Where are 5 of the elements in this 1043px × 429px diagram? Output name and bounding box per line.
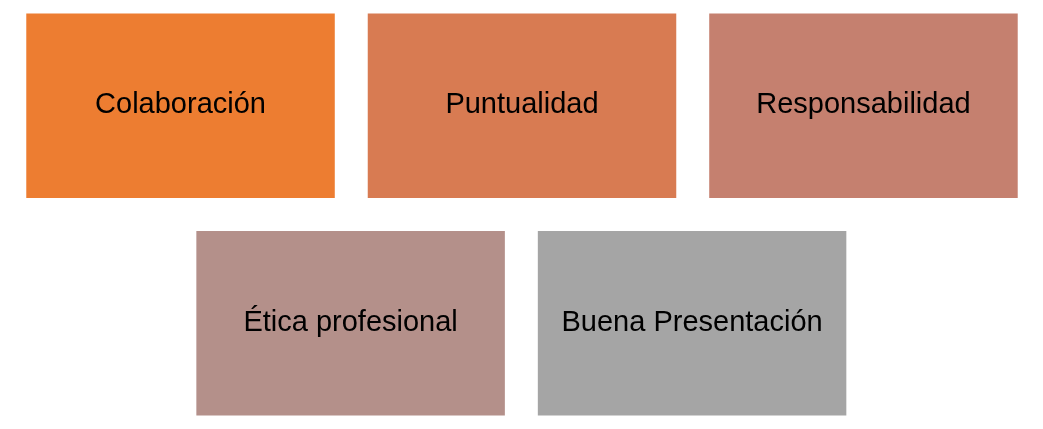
node-box: Buena Presentación	[537, 231, 846, 416]
node-box: Responsabilidad	[708, 13, 1018, 198]
node-box: Colaboración	[25, 13, 335, 198]
node-box: Puntualidad	[367, 13, 676, 198]
node-box: Ética profesional	[195, 231, 505, 416]
